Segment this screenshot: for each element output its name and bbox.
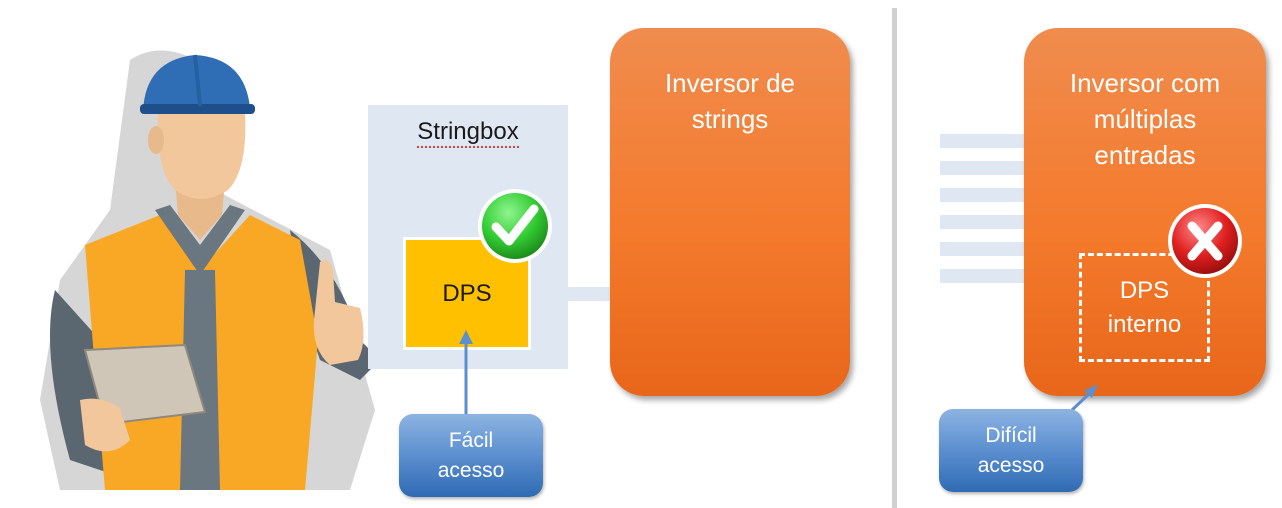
stringbox-connector [568, 287, 610, 301]
dps-internal-box: DPS interno [1079, 253, 1210, 362]
divider [892, 8, 897, 508]
input-stripe [940, 188, 1024, 202]
stringbox-title: Stringbox [368, 118, 568, 148]
check-icon [478, 189, 552, 263]
input-stripe [940, 161, 1024, 175]
input-stripe [940, 215, 1024, 229]
callout-easy-access: Fácil acesso [399, 414, 543, 497]
cross-icon [1168, 204, 1242, 278]
inverter-strings: Inversor de strings [610, 28, 850, 396]
inverter-multi-label: Inversor com múltiplas entradas [1069, 68, 1221, 170]
callout-hard-access: Difícil acesso [939, 409, 1083, 492]
input-stripe [940, 242, 1024, 256]
worker-illustration [40, 50, 380, 490]
input-stripe [940, 269, 1024, 283]
input-stripe [940, 134, 1024, 148]
inverter-strings-label: Inversor de strings [664, 68, 796, 134]
